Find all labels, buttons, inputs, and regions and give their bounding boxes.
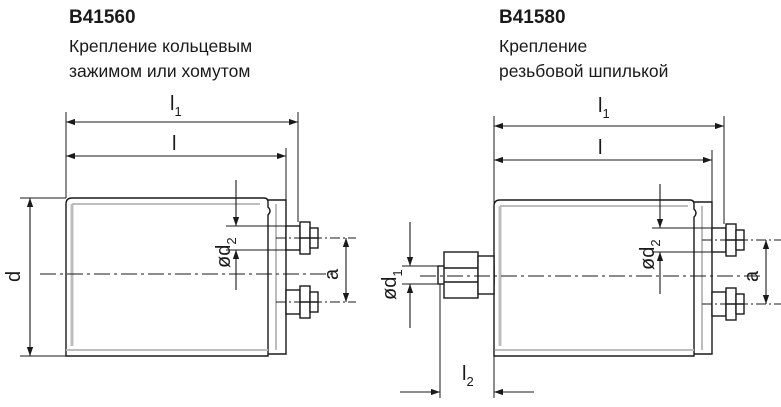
left-dimension-lines (26, 118, 350, 356)
left-capacitor-drawing (20, 112, 356, 357)
left-label-l: l (172, 133, 176, 155)
left-label-d2: ød2 (213, 237, 239, 268)
right-threaded-stud (437, 251, 495, 299)
left-dimension-labels: l1 l d ød2 a (3, 93, 343, 282)
right-caption-line2: резьбовой шпилькой (499, 61, 669, 81)
right-caption-line1: Крепление (499, 36, 588, 56)
right-capacitor-body (493, 199, 713, 357)
right-label-d1: ød1 (379, 269, 405, 300)
right-capacitor-drawing (402, 116, 781, 398)
right-dimension-labels: l1 l ød1 ød2 a l2 (379, 95, 763, 389)
left-capacitor-body (65, 197, 287, 357)
right-label-l: l (598, 137, 602, 159)
right-label-a: a (741, 270, 763, 282)
left-label-l1: l1 (170, 93, 182, 119)
left-model-title: B41560 (69, 7, 136, 28)
right-model-title: B41580 (499, 7, 566, 28)
left-label-a: a (321, 268, 343, 280)
right-label-l2: l2 (462, 363, 474, 389)
left-label-d: d (3, 271, 25, 282)
right-dimension-lines (400, 122, 770, 396)
left-caption-line2: зажимом или хомутом (69, 61, 251, 81)
right-label-l1: l1 (598, 95, 610, 121)
left-caption-line1: Крепление кольцевым (69, 36, 253, 56)
right-label-d2: ød2 (637, 239, 663, 270)
